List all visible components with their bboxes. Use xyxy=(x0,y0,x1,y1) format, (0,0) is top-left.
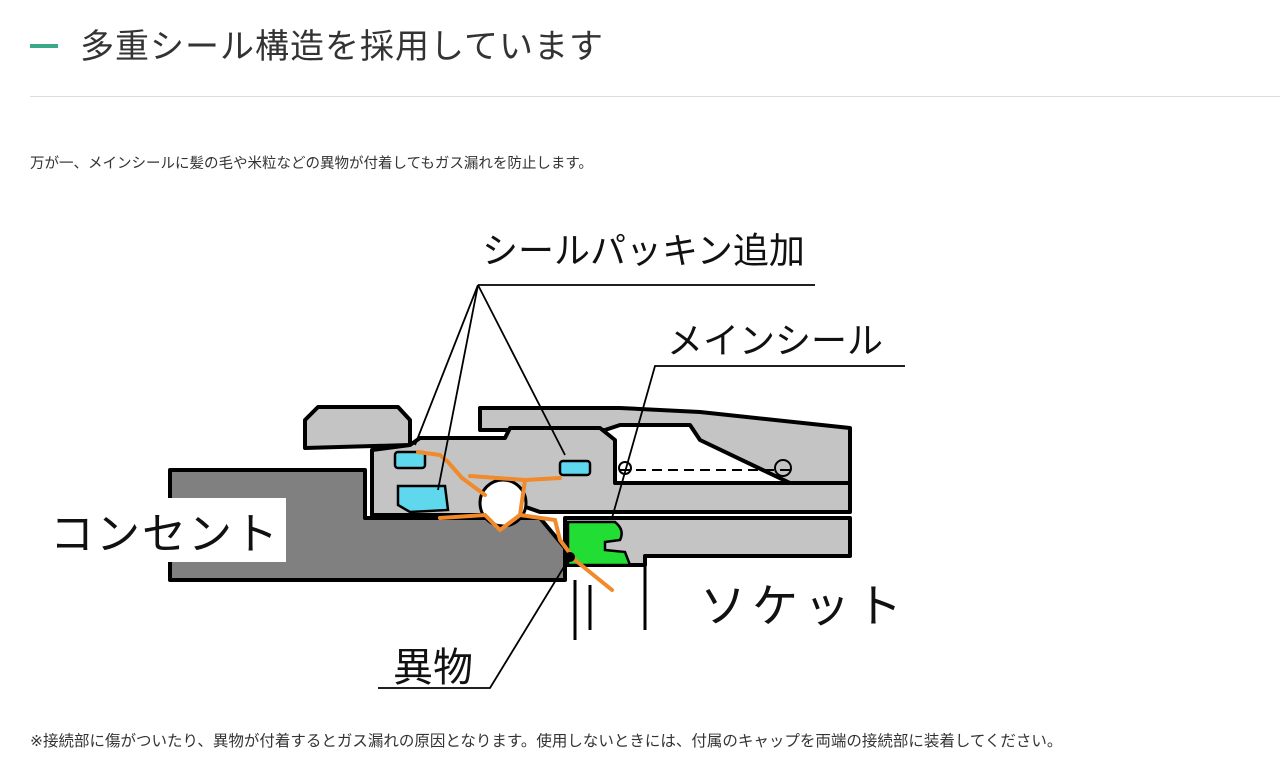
divider xyxy=(30,96,1280,97)
lead-text: 万が一、メインシールに髪の毛や米粒などの異物が付着してもガス漏れを防止します。 xyxy=(30,156,593,172)
label-main-seal: メインシール xyxy=(667,321,884,362)
label-added-seal: シールパッキン追加 xyxy=(482,231,805,272)
label-outlet: コンセント xyxy=(44,498,286,562)
label-socket: ソケット xyxy=(700,579,908,633)
main-seal xyxy=(566,520,632,567)
socket-cap xyxy=(303,405,412,450)
added-seal-3 xyxy=(558,459,592,477)
caution-note: ※接続部に傷がついたり、異物が付着するとガス漏れの原因となります。使用しないとき… xyxy=(30,732,1063,750)
page-title: 多重シール構造を採用しています xyxy=(80,27,604,67)
heading-accent-bar xyxy=(30,44,58,48)
added-seal-2 xyxy=(396,484,450,514)
label-foreign-matter: 異物 xyxy=(393,645,473,691)
added-seal-1 xyxy=(393,450,427,470)
